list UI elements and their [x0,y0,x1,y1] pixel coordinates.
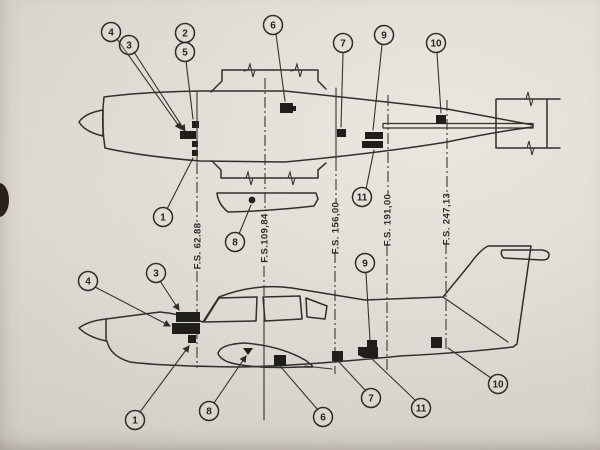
svg-text:7: 7 [368,394,374,405]
svg-text:6: 6 [320,413,326,424]
item-11-box-top [362,141,383,148]
item-6-box-side [274,355,286,366]
station-label: F.S.109,84 [260,213,271,263]
item-6-box-top [280,103,296,113]
station-label: F.S. 62.88 [193,223,204,270]
callout-10-side: 10 [487,373,509,395]
callout-8-top: 8 [224,231,246,253]
side-view-fuselage-outline [105,245,532,368]
svg-text:10: 10 [492,380,504,391]
callout-7-top: 7 [332,32,354,54]
item-9-box-side [367,340,377,347]
side-view-rear-taper-line [442,296,509,343]
side-view-stabilator [500,249,550,261]
svg-text:4: 4 [108,28,114,39]
callout-8-side: 8 [198,400,220,422]
callout-4-side: 4 [77,270,99,292]
side-view-window-2 [305,297,328,320]
item-9-box-top [365,132,383,139]
svg-text:2: 2 [182,29,188,40]
callout-10-top: 10 [425,32,447,54]
svg-text:8: 8 [232,238,238,249]
station-247-13: F.S. 247,13 [442,100,453,352]
item-1-box-top [192,150,198,156]
svg-text:3: 3 [153,269,159,280]
svg-text:7: 7 [340,39,346,50]
top-view-tail-rod [382,122,534,129]
svg-text:4: 4 [85,277,91,288]
item-10-box-top [436,115,446,124]
side-view-leaders [94,272,492,413]
station-109-84: F.S.109,84 [260,78,271,421]
callout-11-top: 11 [351,186,373,208]
svg-text:11: 11 [357,193,368,204]
top-view-stabilizer-break [495,91,561,156]
item-2-5-box-top [192,121,199,128]
callout-9-top: 9 [373,24,395,46]
svg-text:1: 1 [160,213,166,224]
callout-7-side: 7 [360,387,382,409]
callout-1-side: 1 [124,409,146,431]
item-3-4-box-top [180,131,196,139]
svg-text:9: 9 [381,31,387,42]
top-view-leaders [116,33,442,235]
item-4-box-side [172,323,200,334]
side-view-spinner [78,318,107,342]
item-box-top-a [192,141,198,147]
item-8-marker-top [248,196,256,204]
top-view-lower-wing-stub [211,160,327,179]
svg-text:11: 11 [416,404,427,415]
callout-1-top: 1 [152,206,174,228]
side-view [78,245,550,413]
scan-artifact-blob [0,183,9,217]
station-label: F.S. 156,00 [331,202,342,254]
callout-11-side: 11 [410,397,432,419]
side-view-window-1 [262,295,303,322]
station-label: F.S. 191,00 [383,194,394,246]
side-view-wing-fairing-line [304,365,333,370]
side-view-wing-root [217,342,314,369]
side-view-windshield [203,296,258,323]
callout-3-top: 3 [118,34,140,56]
top-view [78,33,561,235]
station-lines: F.S. 62.88 F.S.109,84 F.S. 156,00 F.S. 1… [193,78,453,421]
callout-3-side: 3 [145,262,167,284]
callout-6-side: 6 [312,406,334,428]
break-squiggle [243,61,260,78]
svg-text:9: 9 [362,259,368,270]
break-squiggle [290,61,307,78]
break-squiggle [283,169,300,186]
callouts: 4 3 2 5 6 7 9 10 1 8 11 4 3 9 1 8 6 7 11… [77,14,509,431]
item-1-box-side [188,335,196,343]
station-label: F.S. 247,13 [442,193,453,245]
svg-text:10: 10 [430,39,442,50]
callout-6-top: 6 [262,14,284,36]
item-7-box-side [332,351,343,361]
item-3-box-side [176,312,200,322]
top-view-center-section [216,192,319,213]
item-11-box-side [358,347,378,358]
callout-2-top: 2 [174,22,196,44]
svg-text:8: 8 [206,407,212,418]
svg-text:6: 6 [270,21,276,32]
callout-9-side: 9 [354,252,376,274]
item-7-box-top [337,129,346,137]
top-view-spinner [78,109,104,137]
top-view-fuselage-outline [101,90,534,163]
top-view-upper-wing-stub [210,69,327,93]
svg-text:5: 5 [182,48,188,59]
break-squiggle [241,169,258,186]
svg-text:1: 1 [132,416,138,427]
svg-text:3: 3 [126,41,132,52]
callout-5-top: 5 [174,41,196,63]
item-10-box-side [431,337,442,348]
callout-4-top: 4 [100,21,122,43]
station-191-00: F.S. 191,00 [383,95,394,373]
item-8-marker-side [243,348,253,355]
